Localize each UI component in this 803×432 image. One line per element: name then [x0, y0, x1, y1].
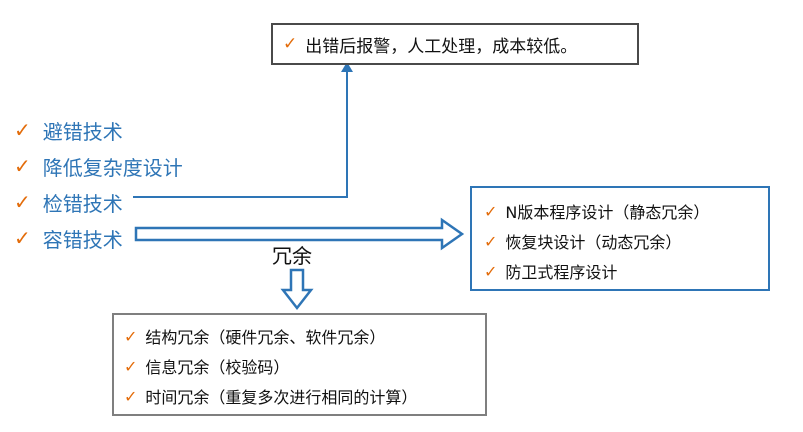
detection-to-alarm-arrow-head	[341, 62, 353, 72]
redundancy-item-label: 结构冗余（硬件冗余、软件冗余）	[145, 328, 386, 347]
technique-label: 检错技术	[42, 191, 123, 216]
fault-tolerance-methods-box: ✓ N版本程序设计（静态冗余） ✓ 恢复块设计（动态冗余） ✓ 防卫式程序设计	[470, 186, 770, 291]
alarm-note-item: ✓ 出错后报警，人工处理，成本较低。	[283, 32, 577, 57]
check-icon: ✓	[124, 326, 138, 346]
redundancy-item-label: 信息冗余（校验码）	[145, 358, 290, 377]
check-icon: ✓	[14, 118, 31, 142]
technique-item-fault-tolerance: ✓ 容错技术	[14, 220, 183, 256]
redundancy-hollow-down-arrow	[280, 268, 314, 311]
technique-label: 容错技术	[42, 227, 123, 252]
check-icon: ✓	[124, 356, 138, 376]
check-icon: ✓	[484, 231, 498, 251]
redundancy-item: ✓ 信息冗余（校验码）	[124, 351, 475, 381]
detection-to-alarm-arrow-line	[133, 68, 348, 198]
method-item: ✓ N版本程序设计（静态冗余）	[484, 196, 756, 226]
method-item: ✓ 防卫式程序设计	[484, 256, 756, 286]
technique-item-detection: ✓ 检错技术	[14, 184, 183, 220]
technique-item-avoidance: ✓ 避错技术	[14, 112, 183, 148]
redundancy-item-label: 时间冗余（重复多次进行相同的计算）	[145, 388, 418, 407]
method-label: 防卫式程序设计	[505, 263, 618, 282]
method-label: 恢复块设计（动态冗余）	[505, 233, 682, 252]
technique-list: ✓ 避错技术 ✓ 降低复杂度设计 ✓ 检错技术 ✓ 容错技术	[14, 112, 183, 256]
method-label: N版本程序设计（静态冗余）	[505, 203, 710, 222]
check-icon: ✓	[14, 190, 31, 214]
technique-label: 避错技术	[42, 119, 123, 144]
redundancy-label: 冗余	[272, 244, 312, 268]
check-icon: ✓	[484, 261, 498, 281]
method-item: ✓ 恢复块设计（动态冗余）	[484, 226, 756, 256]
check-icon: ✓	[14, 154, 31, 178]
alarm-note-text: 出错后报警，人工处理，成本较低。	[305, 36, 578, 57]
alarm-note-box: ✓ 出错后报警，人工处理，成本较低。	[271, 23, 639, 65]
fault-tolerance-hollow-arrow	[134, 217, 465, 251]
check-icon: ✓	[124, 386, 138, 406]
check-icon: ✓	[283, 34, 298, 54]
redundancy-item: ✓ 结构冗余（硬件冗余、软件冗余）	[124, 321, 475, 351]
redundancy-types-box: ✓ 结构冗余（硬件冗余、软件冗余） ✓ 信息冗余（校验码） ✓ 时间冗余（重复多…	[112, 313, 487, 416]
technique-item-complexity: ✓ 降低复杂度设计	[14, 148, 183, 184]
check-icon: ✓	[14, 226, 31, 250]
redundancy-item: ✓ 时间冗余（重复多次进行相同的计算）	[124, 381, 475, 411]
technique-label: 降低复杂度设计	[42, 155, 183, 180]
check-icon: ✓	[484, 201, 498, 221]
